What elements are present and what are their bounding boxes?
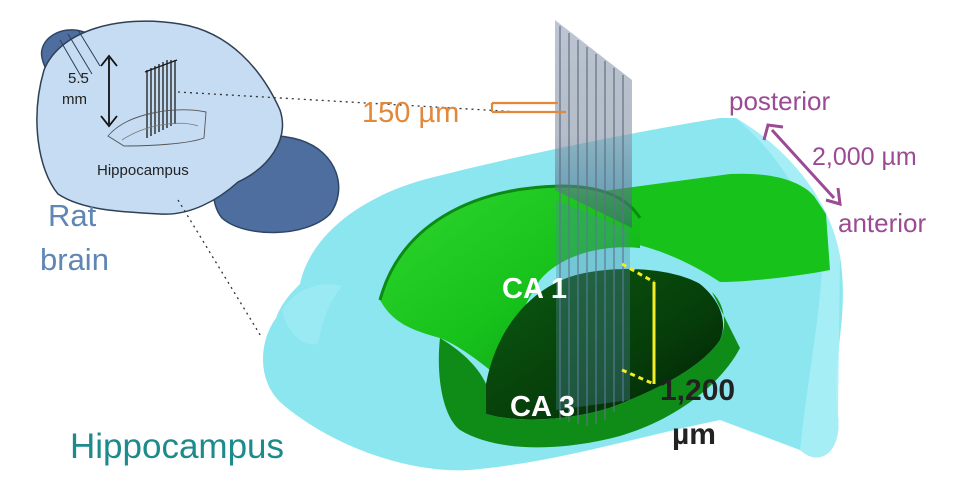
depth-value-label: 5.5 <box>68 70 89 87</box>
probe-shanks <box>559 26 624 426</box>
ca3-label: CA 3 <box>510 391 575 423</box>
probe-tips-in-tissue <box>556 200 630 410</box>
cerebrum-outline <box>36 20 284 215</box>
rat-label-line1: Rat <box>48 198 97 233</box>
length-label: 2,000 µm <box>812 143 917 171</box>
depth-arrow <box>100 54 118 128</box>
brain-hatch <box>59 29 101 79</box>
axis-arrow <box>762 123 842 207</box>
anterior-label: anterior <box>838 208 926 238</box>
thickness-marker <box>621 262 656 386</box>
main-hippocampus-label: Hippocampus <box>70 427 284 466</box>
inset-hippocampus-inner <box>121 122 199 141</box>
spacing-marker <box>490 101 566 114</box>
probe-backplane <box>555 20 632 228</box>
ca1-label: CA 1 <box>502 273 567 305</box>
thickness-value-label: 1,200 <box>660 374 735 407</box>
hippocampus-lower-rim <box>438 292 740 448</box>
posterior-label: posterior <box>729 86 830 116</box>
inset-probe <box>144 59 178 138</box>
inset-hippocampus-label: Hippocampus <box>97 162 189 179</box>
silicon-probe <box>555 20 632 426</box>
depth-unit-label: mm <box>62 91 87 108</box>
hippocampus-arch <box>380 186 640 378</box>
inset-hippocampus <box>107 109 207 147</box>
rat-brain-inset: 5.5 mm Hippocampus <box>36 20 340 234</box>
hippocampus-back-sheet <box>596 173 830 282</box>
rat-label-line2: brain <box>40 242 109 277</box>
spacing-label: 150 µm <box>362 97 459 129</box>
tissue-left-lobe <box>282 284 342 345</box>
thickness-unit-label: µm <box>672 418 716 451</box>
